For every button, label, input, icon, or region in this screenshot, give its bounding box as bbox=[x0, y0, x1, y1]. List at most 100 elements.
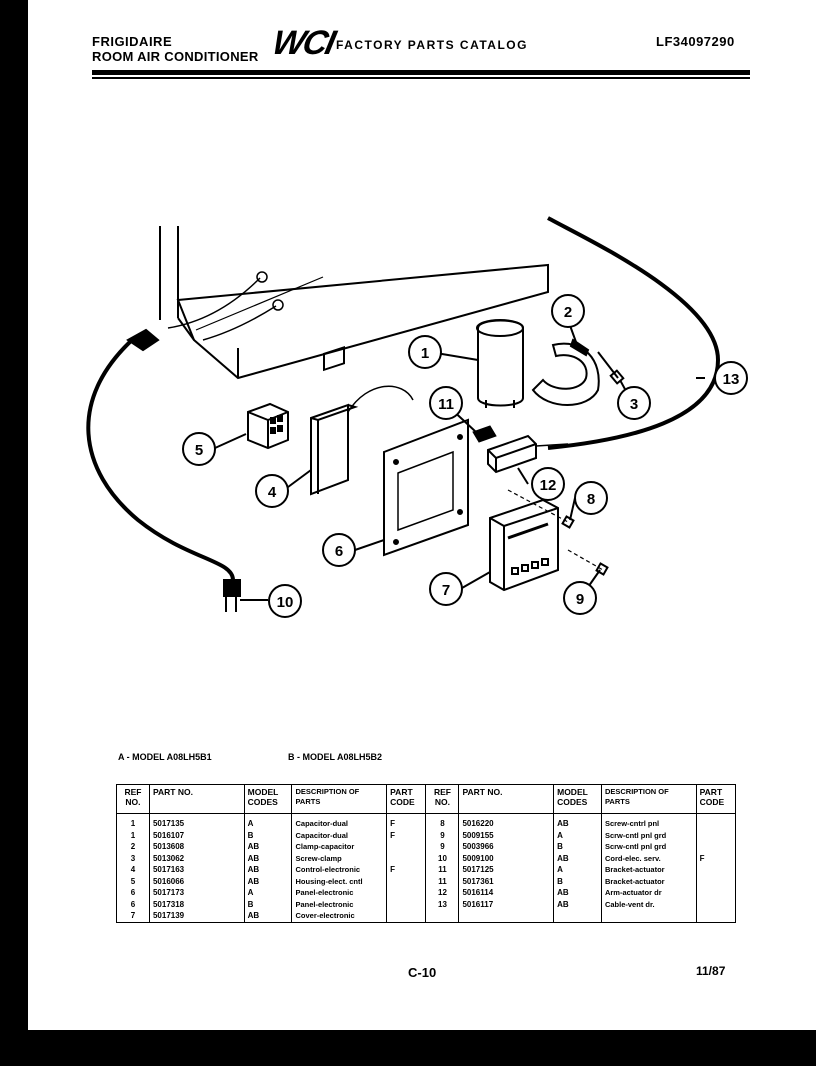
cell-part: 5016117 bbox=[458, 898, 555, 910]
callout-2: 2 bbox=[564, 304, 572, 321]
cell-ref: 9 bbox=[425, 841, 460, 853]
callout-4: 4 bbox=[268, 484, 277, 501]
cell-part: 5013062 bbox=[148, 852, 245, 864]
header-model: MODEL CODES bbox=[553, 784, 602, 814]
cell-part: 5017163 bbox=[148, 864, 245, 876]
cell-desc: Capacitor-dual bbox=[291, 813, 388, 830]
cell-code bbox=[695, 841, 737, 853]
cell-model: AB bbox=[243, 841, 293, 853]
cell-model: B bbox=[243, 898, 293, 910]
cell-desc: Cable-vent dr. bbox=[600, 898, 697, 910]
cell-desc: Scrw-cntl pnl grd bbox=[600, 829, 697, 841]
cell-ref: 3 bbox=[116, 852, 150, 864]
cell-model bbox=[553, 910, 602, 923]
cell-ref: 5 bbox=[116, 875, 150, 887]
header-rule-thin bbox=[92, 77, 750, 79]
cell-desc: Bracket-actuator bbox=[600, 864, 697, 876]
cell-ref: 9 bbox=[425, 829, 460, 841]
cell-desc bbox=[600, 910, 697, 923]
cell-ref bbox=[425, 910, 460, 923]
cell-desc: Screw-clamp bbox=[291, 852, 388, 864]
parts-table: REF NO. PART NO. MODEL CODES DESCRIPTION… bbox=[116, 784, 737, 923]
cell-model: A bbox=[243, 887, 293, 899]
header-ref: REF NO. bbox=[425, 784, 460, 814]
cell-code bbox=[386, 852, 427, 864]
cell-code bbox=[695, 864, 737, 876]
cell-model: B bbox=[243, 829, 293, 841]
cell-model: A bbox=[243, 813, 293, 830]
cell-code bbox=[695, 829, 737, 841]
header-code: PART CODE bbox=[695, 784, 737, 814]
callout-labels: 1 2 3 4 5 6 7 8 9 10 11 12 13 bbox=[182, 294, 748, 618]
header-model: MODEL CODES bbox=[243, 784, 293, 814]
cell-model: AB bbox=[553, 813, 602, 830]
callout-12: 12 bbox=[540, 477, 557, 494]
cell-part: 5017125 bbox=[458, 864, 555, 876]
cell-code bbox=[695, 910, 737, 923]
cell-model: AB bbox=[243, 875, 293, 887]
cell-part bbox=[458, 910, 555, 923]
cell-desc: Scrw-cntl pnl grd bbox=[600, 841, 697, 853]
cell-desc: Arm-actuator dr bbox=[600, 887, 697, 899]
cell-desc: Control-electronic bbox=[291, 864, 388, 876]
header-part: PART NO. bbox=[458, 784, 555, 814]
cell-desc: Clamp-capacitor bbox=[291, 841, 388, 853]
cell-part: 5017139 bbox=[148, 910, 245, 923]
cell-code: F bbox=[386, 864, 427, 876]
cell-part: 5016066 bbox=[148, 875, 245, 887]
cell-ref: 1 bbox=[116, 813, 150, 830]
callout-9: 9 bbox=[576, 591, 584, 608]
model-legend-b: B - MODEL A08LH5B2 bbox=[288, 752, 383, 762]
cell-desc: Cord-elec. serv. bbox=[600, 852, 697, 864]
cell-model: AB bbox=[243, 910, 293, 923]
cell-part: 5017173 bbox=[148, 887, 245, 899]
cell-part: 5016114 bbox=[458, 887, 555, 899]
cell-part: 5009100 bbox=[458, 852, 555, 864]
cabinet-base-panel bbox=[176, 263, 549, 380]
cell-model: AB bbox=[553, 852, 602, 864]
header-code: PART CODE bbox=[386, 784, 427, 814]
cell-part: 5009155 bbox=[458, 829, 555, 841]
callout-1: 1 bbox=[421, 345, 429, 362]
callout-8: 8 bbox=[587, 491, 595, 508]
product-line: ROOM AIR CONDITIONER bbox=[92, 49, 259, 64]
cell-ref: 13 bbox=[425, 898, 460, 910]
callout-7: 7 bbox=[442, 582, 450, 599]
cell-model: AB bbox=[243, 864, 293, 876]
header-rule bbox=[92, 70, 750, 75]
cell-desc: Capacitor-dual bbox=[291, 829, 388, 841]
callout-6: 6 bbox=[335, 543, 343, 560]
catalog-number: LF34097290 bbox=[656, 34, 735, 49]
cell-code bbox=[386, 875, 427, 887]
cell-part: 5017135 bbox=[148, 813, 245, 830]
callout-3: 3 bbox=[630, 396, 638, 413]
cell-part: 5017361 bbox=[458, 875, 555, 887]
cell-part: 5016107 bbox=[148, 829, 245, 841]
cell-ref: 1 bbox=[116, 829, 150, 841]
cell-code bbox=[695, 887, 737, 899]
cell-code: F bbox=[386, 813, 427, 830]
cell-ref: 8 bbox=[425, 813, 460, 830]
cell-part: 5003966 bbox=[458, 841, 555, 853]
cell-code bbox=[695, 813, 737, 830]
cell-desc: Bracket-actuator bbox=[600, 875, 697, 887]
cell-part: 5016220 bbox=[458, 813, 555, 830]
cell-model: AB bbox=[553, 887, 602, 899]
callout-10: 10 bbox=[277, 594, 294, 611]
cell-model: AB bbox=[553, 898, 602, 910]
callout-11: 11 bbox=[438, 396, 454, 413]
header-ref: REF NO. bbox=[116, 784, 150, 814]
callout-13: 13 bbox=[723, 371, 740, 388]
cell-ref: 2 bbox=[116, 841, 150, 853]
cell-model: AB bbox=[243, 852, 293, 864]
cell-desc: Cover-electronic bbox=[291, 910, 388, 923]
